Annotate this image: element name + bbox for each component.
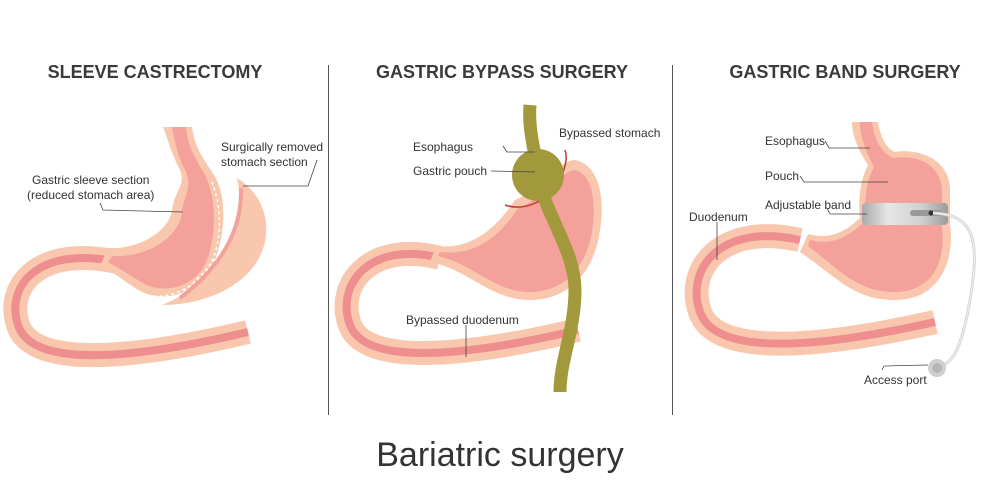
label-sleeve-section-sub: (reduced stomach area) bbox=[27, 188, 155, 202]
label-pouch: Pouch bbox=[765, 169, 800, 183]
bypass-route bbox=[512, 104, 582, 393]
sleeve-title: SLEEVE CASTRECTOMY bbox=[47, 62, 263, 82]
removed-section bbox=[162, 178, 267, 305]
label-gastric-pouch: Gastric pouch bbox=[413, 164, 488, 178]
divider bbox=[672, 65, 673, 415]
label-sleeve-section: Gastric sleeve section bbox=[32, 173, 150, 187]
label-bypassed-duodenum: Bypassed duodenum bbox=[406, 313, 519, 327]
label-duodenum: Duodenum bbox=[689, 210, 748, 224]
label-removed-sub: stomach section bbox=[221, 155, 308, 169]
label-adjustable-band: Adjustable band bbox=[765, 198, 852, 212]
label-access-port: Access port bbox=[864, 373, 927, 387]
access-port bbox=[928, 211, 976, 377]
bypass-stomach bbox=[334, 149, 602, 365]
label-esophagus: Esophagus bbox=[765, 134, 826, 148]
leader-lines bbox=[99, 140, 929, 371]
label-removed: Surgically removed bbox=[221, 140, 324, 154]
band-title: GASTRIC BAND SURGERY bbox=[729, 62, 961, 82]
label-esophagus: Esophagus bbox=[413, 140, 474, 154]
label-bypassed-stomach: Bypassed stomach bbox=[559, 126, 661, 140]
main-title: Bariatric surgery bbox=[376, 436, 624, 474]
divider bbox=[328, 65, 329, 415]
sleeve-stomach bbox=[3, 127, 251, 368]
band-stomach bbox=[684, 122, 951, 356]
bypass-title: GASTRIC BYPASS SURGERY bbox=[375, 62, 629, 82]
